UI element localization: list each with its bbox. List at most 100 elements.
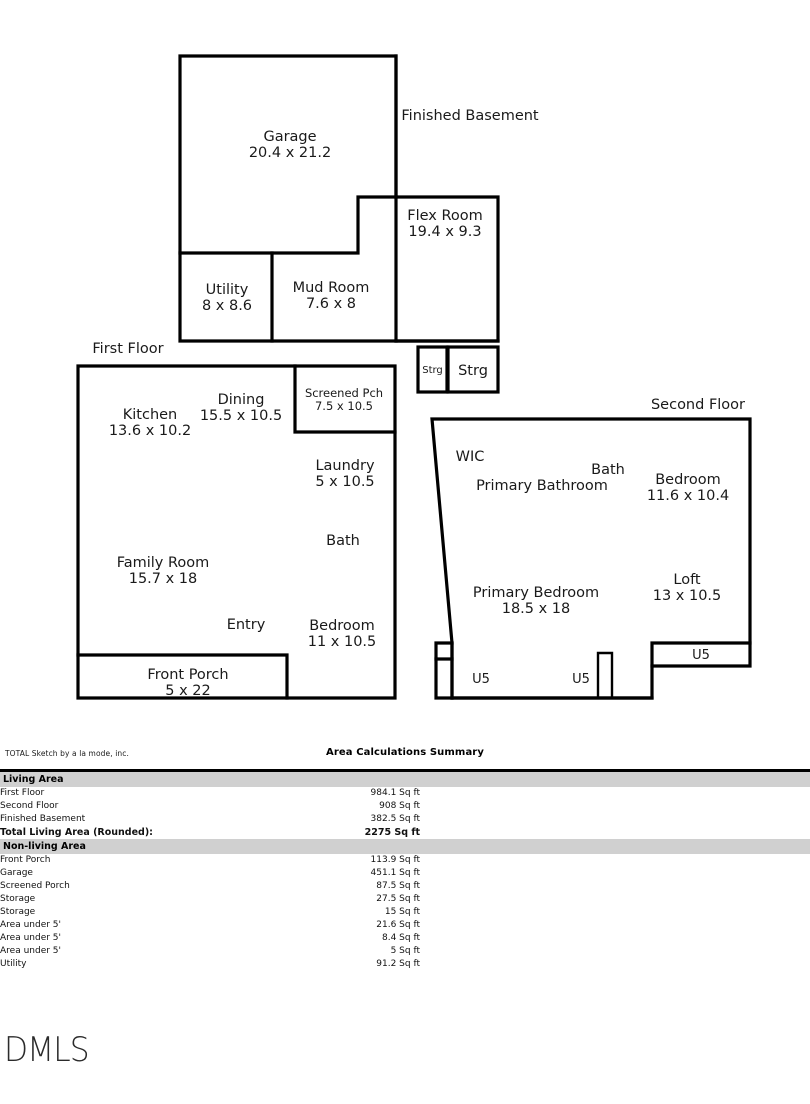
mud-room-label: Mud Room — [293, 280, 370, 296]
garage-dimensions: 20.4 x 21.2 — [249, 145, 331, 161]
u5-right-label: U5 — [692, 648, 710, 663]
area-pad — [420, 958, 810, 971]
total-value: 2275 Sq ft — [364, 827, 420, 838]
storage-large-box — [446, 345, 500, 394]
nonliving-area-header: Non-living Area — [0, 839, 810, 854]
table-row: Garage 451.1 Sq ft — [0, 867, 810, 880]
total-label: Total Living Area (Rounded): — [0, 827, 153, 838]
area-pad — [420, 880, 810, 893]
area-pad — [420, 854, 810, 867]
bedroom-second-floor-dimensions: 11.6 x 10.4 — [647, 488, 729, 504]
laundry-dimensions: 5 x 10.5 — [315, 474, 374, 490]
screened-porch-walls — [293, 364, 397, 434]
table-row: Front Porch 113.9 Sq ft — [0, 854, 810, 867]
u5-left-label: U5 — [472, 672, 490, 687]
dining-label: Dining — [218, 392, 265, 408]
area-value: 15 Sq ft — [384, 907, 420, 917]
area-value: 27.5 Sq ft — [376, 894, 420, 904]
screened-porch-label: Screened Pch — [305, 386, 383, 400]
first-floor-outline — [76, 364, 397, 700]
area-pad — [420, 919, 810, 932]
area-label: Screened Porch — [0, 881, 70, 891]
area-label: Area under 5' — [0, 933, 61, 943]
area-pad — [420, 906, 810, 919]
storage-small-label: Strg — [422, 365, 443, 376]
area-pad — [420, 787, 810, 800]
laundry-label: Laundry — [315, 458, 375, 474]
area-value: 451.1 Sq ft — [370, 868, 420, 878]
u5-middle-pier — [596, 651, 614, 700]
area-calculations-summary: TOTAL Sketch by a la mode, inc. Area Cal… — [0, 745, 810, 971]
area-label: First Floor — [0, 788, 45, 798]
front-porch-walls — [76, 653, 289, 700]
summary-header: TOTAL Sketch by a la mode, inc. Area Cal… — [0, 745, 810, 767]
area-value: 113.9 Sq ft — [370, 855, 420, 865]
area-value: 21.6 Sq ft — [376, 920, 420, 930]
area-value: 8.4 Sq ft — [382, 933, 420, 943]
area-label: Utility — [0, 959, 27, 969]
area-pad — [420, 945, 810, 958]
area-value: 87.5 Sq ft — [376, 881, 420, 891]
storage-large-label: Strg — [458, 363, 488, 379]
table-row: Screened Porch 87.5 Sq ft — [0, 880, 810, 893]
flex-room-dimensions: 19.4 x 9.3 — [408, 224, 481, 240]
area-value: 382.5 Sq ft — [370, 814, 420, 824]
floor-plan-svg: Finished Basement Garage 20.4 x 21.2 Fle… — [76, 54, 752, 700]
area-label: Storage — [0, 907, 36, 917]
sketch-credit: TOTAL Sketch by a la mode, inc. — [5, 749, 129, 758]
kitchen-dimensions: 13.6 x 10.2 — [109, 423, 191, 439]
bedroom-first-floor-dimensions: 11 x 10.5 — [308, 634, 377, 650]
bedroom-second-floor-label: Bedroom — [655, 472, 721, 488]
entry-label: Entry — [227, 617, 266, 633]
table-row: Storage 15 Sq ft — [0, 906, 810, 919]
u5-right-strip — [650, 641, 752, 668]
area-label: Area under 5' — [0, 946, 61, 956]
summary-top-rule — [0, 769, 810, 772]
first-floor-title: First Floor — [92, 341, 163, 357]
front-porch-label: Front Porch — [147, 667, 228, 683]
area-pad — [420, 893, 810, 906]
living-area-header: Living Area — [0, 772, 810, 787]
flex-room-label: Flex Room — [407, 208, 483, 224]
table-row: Utility 91.2 Sq ft — [0, 958, 810, 971]
utility-dimensions: 8 x 8.6 — [202, 298, 252, 314]
summary-title: Area Calculations Summary — [326, 747, 484, 758]
total-living-area-row: Total Living Area (Rounded): 2275 Sq ft — [0, 826, 810, 839]
area-pad — [420, 813, 810, 826]
area-value: 91.2 Sq ft — [376, 959, 420, 969]
garage-step-wall — [178, 195, 398, 255]
screened-porch-dimensions: 7.5 x 10.5 — [315, 399, 373, 413]
primary-bedroom-label: Primary Bedroom — [473, 585, 599, 601]
basement-title: Finished Basement — [401, 108, 539, 124]
kitchen-label: Kitchen — [123, 407, 178, 423]
table-row: Area under 5' 21.6 Sq ft — [0, 919, 810, 932]
table-row: Area under 5' 8.4 Sq ft — [0, 932, 810, 945]
area-pad — [420, 826, 810, 839]
family-room-dimensions: 15.7 x 18 — [129, 571, 198, 587]
area-pad — [420, 867, 810, 880]
dmls-logo: DMLS — [4, 1030, 90, 1070]
table-row: Finished Basement 382.5 Sq ft — [0, 813, 810, 826]
loft-dimensions: 13 x 10.5 — [653, 588, 722, 604]
wic-label: WIC — [456, 449, 485, 465]
nonliving-area-table: Front Porch 113.9 Sq ft Garage 451.1 Sq … — [0, 854, 810, 971]
table-row: Area under 5' 5 Sq ft — [0, 945, 810, 958]
table-row: Storage 27.5 Sq ft — [0, 893, 810, 906]
floor-plan-sketch: Finished Basement Garage 20.4 x 21.2 Fle… — [76, 54, 752, 700]
area-value: 5 Sq ft — [390, 946, 420, 956]
area-label: Area under 5' — [0, 920, 61, 930]
area-label: Second Floor — [0, 801, 59, 811]
primary-bathroom-label: Primary Bathroom — [476, 478, 608, 494]
area-pad — [420, 800, 810, 813]
area-label: Front Porch — [0, 855, 51, 865]
loft-label: Loft — [673, 572, 701, 588]
area-pad — [420, 932, 810, 945]
bath-first-floor-label: Bath — [326, 533, 360, 549]
front-porch-dimensions: 5 x 22 — [165, 683, 210, 699]
bedroom-first-floor-label: Bedroom — [309, 618, 375, 634]
u5-middle-label: U5 — [572, 672, 590, 687]
table-row: First Floor 984.1 Sq ft — [0, 787, 810, 800]
area-label: Finished Basement — [0, 814, 86, 824]
bath-second-floor-label: Bath — [591, 462, 625, 478]
utility-label: Utility — [206, 282, 249, 298]
